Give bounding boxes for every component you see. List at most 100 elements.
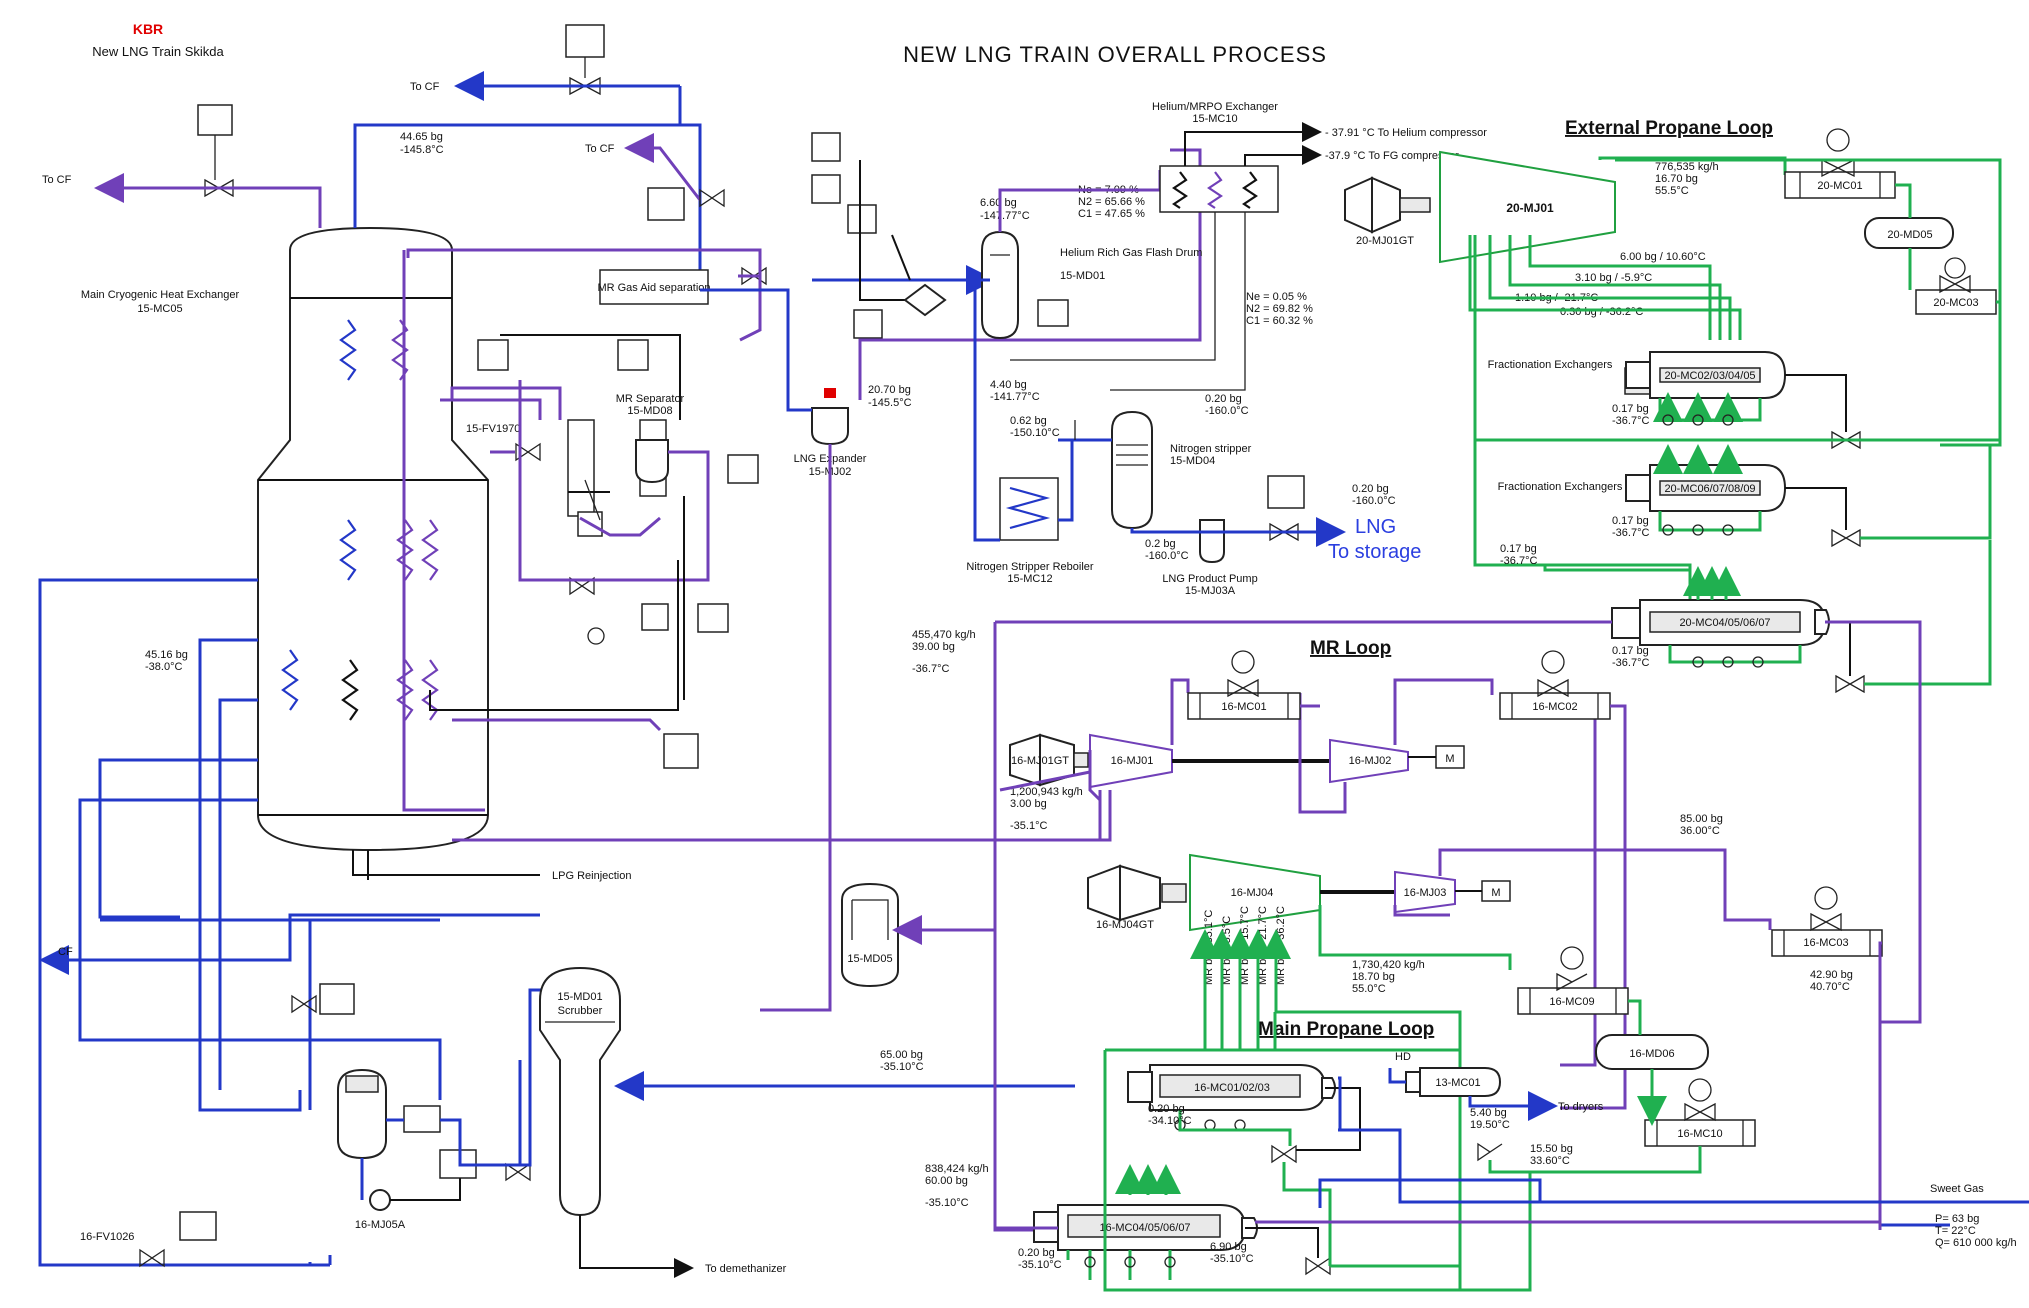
fg-comp-label: -37.9 °C To FG compressor [1325, 150, 1459, 162]
mr-hp-drum [841, 882, 899, 988]
stream-s16: 1,730,420 kg/h [1352, 959, 1425, 971]
stream-s31: 0.17 bg [1500, 543, 1537, 555]
stream-s28: 0.30 bg / -36.2°C [1560, 306, 1643, 318]
mche-label: Main Cryogenic Heat Exchanger [81, 289, 240, 301]
top-left-valve-group: To CF [42, 104, 322, 228]
stream-s32: 0.17 bg [1612, 645, 1649, 657]
stream-s30: 0.17 bg [1612, 515, 1649, 527]
stream-s8b: -160.0°C [1205, 405, 1249, 417]
cooler-16mc02 [1499, 650, 1611, 720]
helium-mrpo-exchanger [1159, 165, 1279, 213]
n2-stripper-label: Nitrogen stripper [1170, 443, 1252, 455]
e-c3-shell3-tag: 20-MC04/05/06/07 [1679, 617, 1770, 629]
stream-s1: 44.65 bg [400, 131, 443, 143]
cooler-16mc09-tag: 16-MC09 [1549, 996, 1594, 1008]
mr-compressor-2 [1329, 738, 1465, 784]
lng-product-pump [1199, 475, 1305, 564]
cooler-16mc01 [1187, 650, 1301, 720]
mr-turbine1-tag: 16-MJ01GT [1011, 755, 1069, 767]
mr-loop-label: MR Loop [1310, 638, 1391, 659]
main-propane-loop-label: Main Propane Loop [1258, 1019, 1434, 1040]
stream-s7b: -150.10°C [1010, 427, 1060, 439]
scrubber-label: Scrubber [558, 1005, 603, 1017]
mr-separator-area [477, 339, 759, 769]
hd-label: HD [1395, 1051, 1411, 1063]
stream-s2b: -147.77°C [980, 210, 1030, 222]
stream-s26: 3.10 bg / -5.9°C [1575, 272, 1652, 284]
stream-s18c: -35.10°C [925, 1197, 969, 1209]
stream-s22: 15.50 bg [1530, 1143, 1573, 1155]
stream-s14b: 36.00°C [1680, 825, 1720, 837]
company-logo: KBR [133, 21, 163, 37]
stream-s17b: -35.10°C [880, 1061, 924, 1073]
lpg-reinjection-label: LPG Reinjection [552, 870, 632, 882]
stream-s18b: 60.00 bg [925, 1175, 968, 1187]
fractionation-exchanger-1 [1624, 351, 1787, 399]
main-cryogenic-heat-exchanger [257, 226, 489, 852]
cooler-13mc01-tag: 13-MC01 [1435, 1077, 1480, 1089]
helium-exchanger-label: Helium/MRPO Exchanger [1152, 101, 1278, 113]
frac-exch2-label: Fractionation Exchangers [1498, 481, 1623, 493]
stream-s3c: C1 = 47.65 % [1078, 208, 1145, 220]
scrubber-column [539, 966, 621, 1217]
external-propane-loop-label: External Propane Loop [1565, 118, 1773, 139]
mr-gas-aid-label: MR Gas Aid separation [597, 282, 710, 294]
center-valve-column: MR Gas Aid separation [597, 187, 767, 305]
stream-s12: 455,470 kg/h [912, 629, 976, 641]
cooler-20mc01-tag: 20-MC01 [1817, 180, 1862, 192]
scrubber-tag: 15-MD01 [557, 991, 602, 1003]
lng-pump-label: LNG Product Pump [1162, 573, 1257, 585]
cooler-16mc03-tag: 16-MC03 [1803, 937, 1848, 949]
stream-s6: 4.40 bg [990, 379, 1027, 391]
stream-s5b: -145.5°C [868, 397, 912, 409]
motor-2: M [1491, 887, 1500, 899]
to-cf-label-1: To CF [42, 174, 72, 186]
cooler-20mc01 [1784, 128, 1896, 199]
mr-comp4-tag: 16-MJ04 [1231, 887, 1274, 899]
n2-reboiler-tag: 15-MC12 [1007, 573, 1052, 585]
motor-1: M [1445, 753, 1454, 765]
stream-s21: 5.40 bg [1470, 1107, 1507, 1119]
sweet-gas-p: P= 63 bg [1935, 1213, 1979, 1225]
valve-16fv-label: 16-FV1026 [80, 1231, 134, 1243]
stream-s24b: 16.70 bg [1655, 173, 1698, 185]
diagram-title: NEW LNG TRAIN OVERALL PROCESS [903, 42, 1327, 67]
stream-s4c: C1 = 60.32 % [1246, 315, 1313, 327]
hp-separator-drum [337, 1068, 387, 1160]
stream-s4b: N2 = 69.82 % [1246, 303, 1313, 315]
c3-compressor-tag: 20-MJ01 [1506, 201, 1554, 215]
stream-s18: 838,424 kg/h [925, 1163, 989, 1175]
stream-s7: 0.62 bg [1010, 415, 1047, 427]
stream-s9: 0.20 bg [1352, 483, 1389, 495]
to-dryers-label: To dryers [1558, 1101, 1604, 1113]
stream-s23b: -34.10°C [1148, 1115, 1192, 1127]
mr-separator-tag: 15-MD08 [627, 405, 672, 417]
top-center-valve-group: To CF [410, 24, 702, 290]
stream-s12c: -36.7°C [912, 663, 949, 675]
drum-16md-tag: 16-MD06 [1629, 1048, 1674, 1060]
stream-s15: 42.90 bg [1810, 969, 1853, 981]
sweet-gas-t: T= 22°C [1935, 1225, 1976, 1237]
main-propane-chiller-arrows [1066, 1119, 1503, 1280]
lng-label: LNG [1355, 516, 1396, 538]
lower-left-instruments [139, 983, 531, 1268]
n2-stripper-reboiler [999, 477, 1059, 541]
c3-turbine-tag: 20-MJ01GT [1356, 235, 1414, 247]
stream-s12b: 39.00 bg [912, 641, 955, 653]
stream-s5: 20.70 bg [868, 384, 911, 396]
external-c3-chiller [1611, 599, 1830, 646]
helium-flash-drum [981, 230, 1069, 340]
valve-15fv-label: 15-FV1970 [466, 423, 520, 435]
stream-s29b: -36.7°C [1612, 415, 1649, 427]
stream-s20b: -35.10°C [1210, 1253, 1254, 1265]
mr-comp1-tag: 16-MJ01 [1111, 755, 1154, 767]
sweet-gas-label: Sweet Gas [1930, 1183, 1984, 1195]
main-propane-suction-arrows [1190, 929, 1291, 1050]
e-c3-shell1-tag: 20-MC02/03/04/05 [1664, 370, 1755, 382]
stream-s13b: 3.00 bg [1010, 798, 1047, 810]
to-cf-label-3: To CF [585, 143, 615, 155]
m-c3-shell2-tag: 16-MC04/05/06/07 [1099, 1222, 1190, 1234]
stream-s13c: -35.1°C [1010, 820, 1047, 832]
stream-s13: 1,200,943 kg/h [1010, 786, 1083, 798]
mr-gas-turbine-4 [1087, 864, 1187, 922]
